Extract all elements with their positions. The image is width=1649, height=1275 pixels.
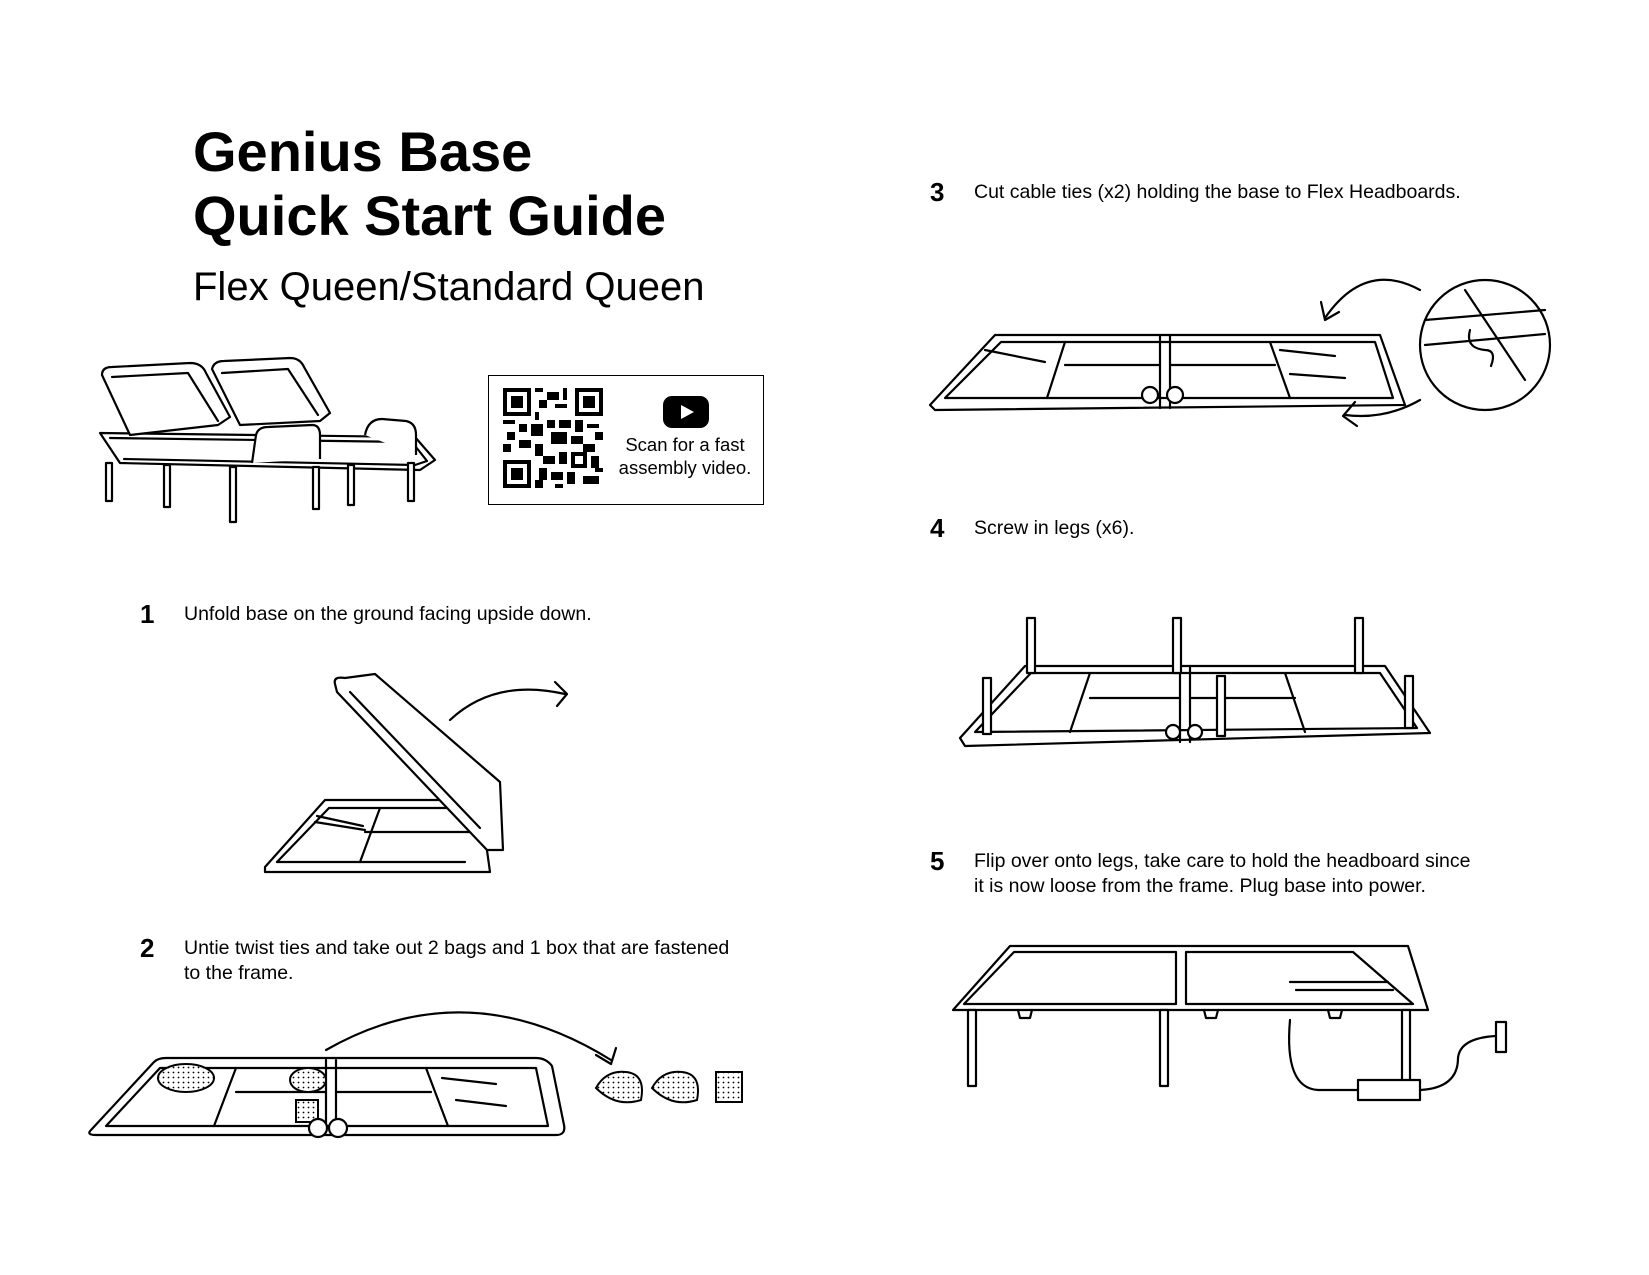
step-4-text: Screw in legs (x6). — [974, 516, 1134, 541]
step-5-text: Flip over onto legs, take care to hold t… — [974, 849, 1470, 899]
step-3-cut-ties-illustration — [928, 278, 1552, 428]
step-5-number: 5 — [930, 846, 945, 876]
step-1-text: Unfold base on the ground facing upside … — [184, 602, 592, 627]
step-5-text-line-2: it is now loose from the frame. Plug bas… — [974, 875, 1426, 897]
page-title: Genius Base Quick Start Guide — [193, 120, 666, 248]
step-3-text-line: Cut cable ties (x2) holding the base to … — [974, 181, 1461, 203]
step-2-number: 2 — [140, 933, 155, 963]
step-4-text-line: Screw in legs (x6). — [974, 517, 1135, 539]
step-5-flip-power-illustration — [951, 944, 1508, 1102]
qr-card — [488, 375, 764, 505]
qr-caption-line-2: assembly video. — [618, 457, 752, 478]
step-1-unfold-illustration — [263, 672, 569, 874]
step-1-text-line: Unfold base on the ground facing upside … — [184, 603, 592, 625]
step-5-text-line-1: Flip over onto legs, take care to hold t… — [974, 850, 1471, 872]
step-1-number: 1 — [140, 599, 155, 629]
step-3-number: 3 — [930, 177, 945, 207]
qr-caption: Scan for a fast assembly video. — [612, 433, 758, 479]
step-2-text-line-2: to the frame. — [184, 962, 294, 984]
step-2-text: Untie twist ties and take out 2 bags and… — [184, 936, 729, 986]
step-2-untie-illustration — [88, 1011, 743, 1139]
title-line-1: Genius Base — [193, 120, 533, 183]
step-4-legs-illustration — [958, 616, 1432, 748]
step-2-text-line-1: Untie twist ties and take out 2 bags and… — [184, 937, 730, 959]
youtube-play-icon[interactable] — [663, 396, 709, 428]
step-4-number: 4 — [930, 513, 945, 543]
page-subtitle: Flex Queen/Standard Queen — [193, 265, 705, 309]
title-line-2: Quick Start Guide — [193, 184, 666, 247]
adjustable-bed-illustration — [98, 356, 437, 524]
qr-caption-line-1: Scan for a fast — [625, 434, 745, 455]
step-3-text: Cut cable ties (x2) holding the base to … — [974, 180, 1461, 205]
qr-code-icon[interactable] — [503, 388, 603, 488]
